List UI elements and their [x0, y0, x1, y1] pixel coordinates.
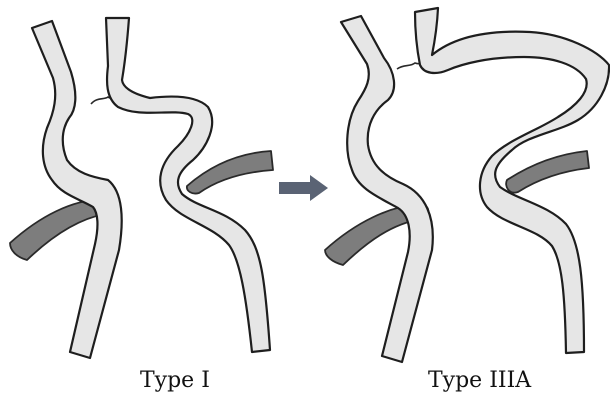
type-iiia-illustration	[325, 8, 609, 362]
caption-type-iiia: Type IIIA	[428, 368, 531, 393]
type-i-right-vessel	[187, 151, 273, 194]
caption-type-i: Type I	[140, 368, 210, 393]
type-i-illustration	[10, 18, 273, 358]
right-arrow-icon	[279, 175, 328, 201]
transition-arrow	[279, 175, 328, 201]
type-iiia-left-limb	[341, 16, 433, 362]
type-iiia-right-vessel	[506, 151, 589, 193]
